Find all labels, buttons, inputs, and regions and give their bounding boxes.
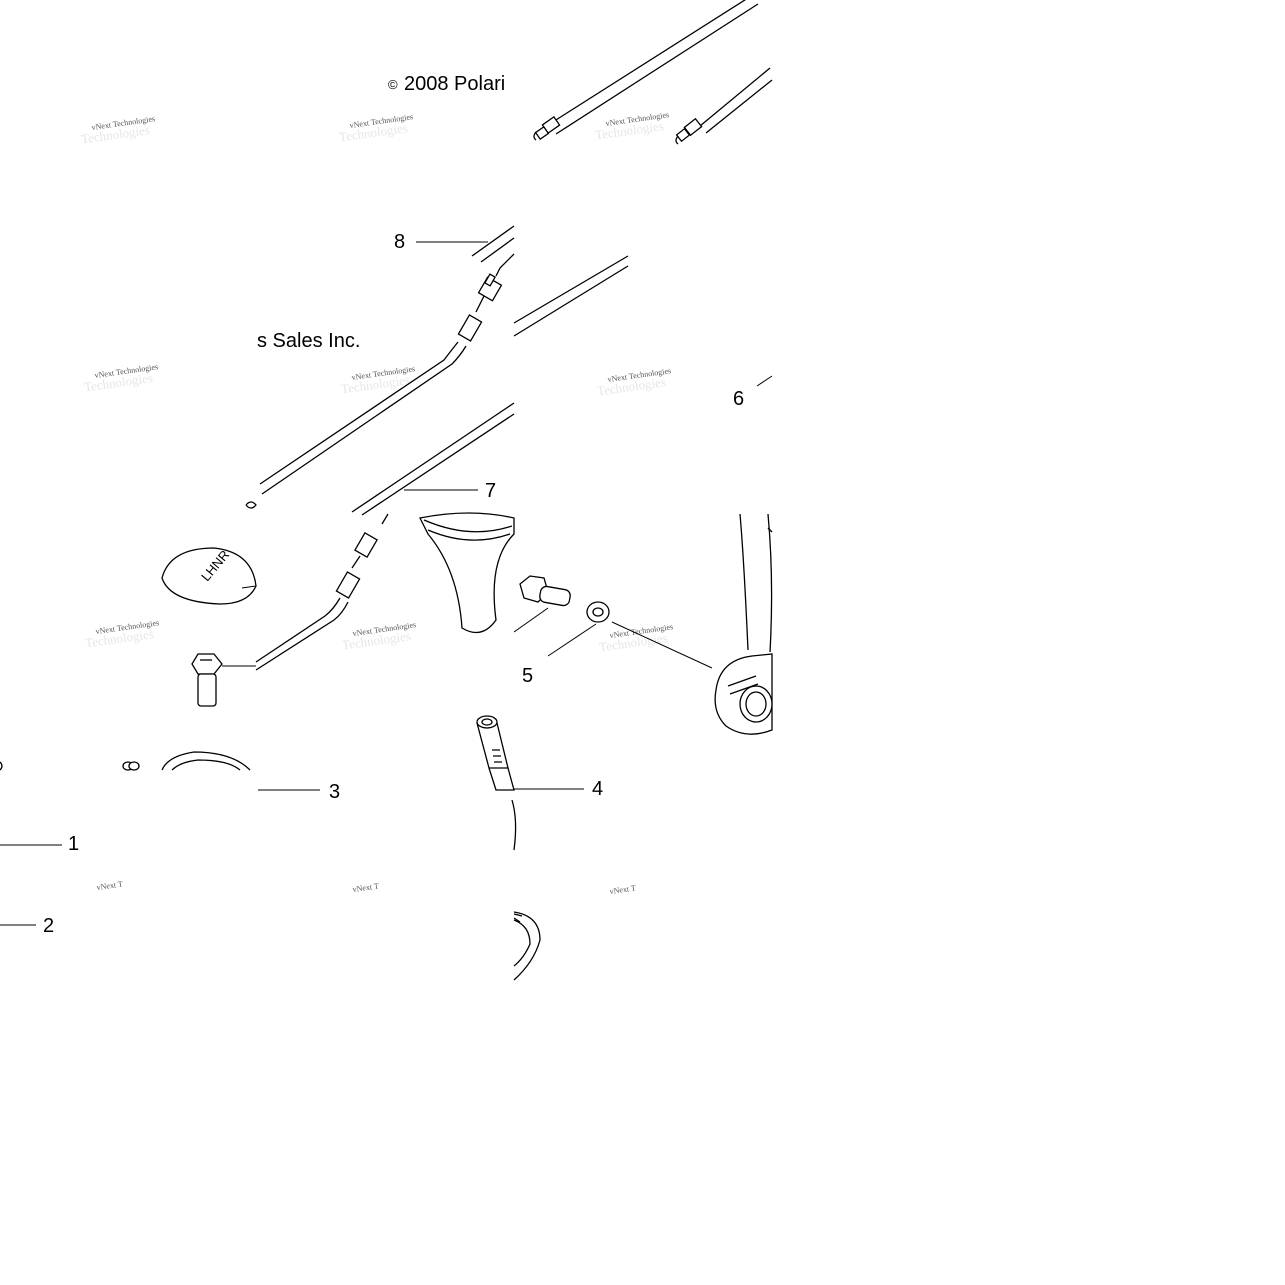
shift-boot (419, 512, 515, 634)
svg-text:6: 6 (733, 388, 744, 410)
cable-end-fitting (533, 115, 561, 141)
boot-base (161, 751, 251, 771)
watermark-layer: Technologies vNext Technologies Technolo… (80, 110, 673, 896)
copyright-notice: © 2008 Polari s Sales Inc. (257, 73, 505, 352)
svg-text:vNext T: vNext T (96, 879, 123, 892)
svg-text:8: 8 (394, 231, 405, 253)
watermark: Technologies vNext Technologies (84, 618, 159, 650)
watermark: Technologies vNext Technologies (83, 362, 158, 394)
svg-text:1: 1 (68, 833, 79, 855)
small-fasteners (0, 761, 140, 771)
shift-cable-upper (245, 225, 629, 509)
svg-text:2: 2 (43, 915, 54, 937)
svg-text:4: 4 (592, 778, 603, 800)
watermark: Technologies vNext Technologies (598, 622, 673, 654)
svg-text:3: 3 (329, 781, 340, 803)
watermark: Technologies vNext Technologies (80, 114, 155, 146)
svg-text:vNext T: vNext T (609, 883, 636, 896)
svg-text:5: 5 (522, 665, 533, 687)
watermark: vNext T (352, 881, 379, 894)
callout-3: 3 (258, 781, 340, 803)
shift-knob: LHNR (161, 547, 257, 605)
callout-4: 4 (514, 778, 603, 800)
flange-bolt (191, 653, 256, 707)
callout-1: 1 (0, 833, 79, 855)
callout-2: 2 (0, 915, 54, 937)
watermark: Technologies vNext Technologies (594, 110, 669, 142)
callout-6: 6 (733, 375, 773, 410)
watermark: Technologies vNext Technologies (341, 620, 416, 652)
shift-lever (611, 513, 773, 735)
callout-7: 7 (404, 480, 496, 502)
pivot-bolt (513, 575, 571, 633)
shift-cable-lower (255, 402, 515, 671)
copyright-line-1: 2008 Polari (404, 73, 505, 95)
housing-fragment (513, 911, 541, 981)
cable-end-fitting (675, 117, 703, 145)
watermark: Technologies vNext Technologies (338, 112, 413, 144)
svg-text:vNext T: vNext T (352, 881, 379, 894)
watermark: vNext T (609, 883, 636, 896)
watermark: vNext T (96, 879, 123, 892)
callout-5: 5 (522, 623, 597, 687)
washer (586, 601, 610, 623)
copyright-line-2: s Sales Inc. (257, 330, 360, 352)
shift-shaft (476, 715, 517, 851)
callout-8: 8 (394, 231, 488, 253)
upper-cables (533, 0, 773, 145)
watermark: Technologies vNext Technologies (340, 364, 415, 396)
copyright-symbol: © (388, 77, 398, 92)
svg-text:7: 7 (485, 480, 496, 502)
watermark: Technologies vNext Technologies (596, 366, 671, 398)
